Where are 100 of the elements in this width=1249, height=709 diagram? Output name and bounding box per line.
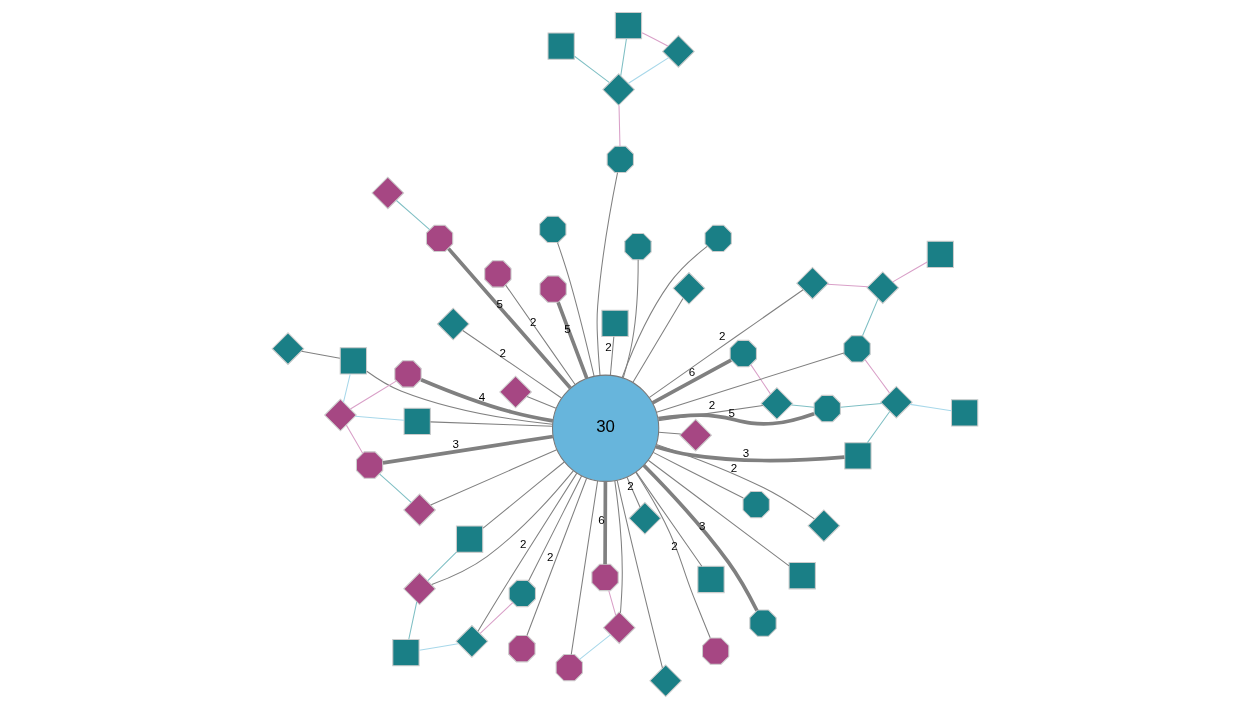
connector bbox=[826, 283, 868, 288]
connector bbox=[613, 480, 623, 614]
node-box bbox=[455, 525, 483, 553]
node-diamond bbox=[806, 509, 840, 543]
edge-label: 3 bbox=[698, 520, 705, 532]
connector bbox=[525, 477, 587, 636]
connector bbox=[382, 434, 553, 465]
edge-label: 2 bbox=[670, 539, 678, 552]
edge-label: 6 bbox=[688, 366, 695, 379]
connector bbox=[573, 55, 610, 83]
node-diamond bbox=[865, 271, 899, 305]
node-octagon bbox=[555, 654, 583, 682]
connector bbox=[555, 301, 589, 380]
connector bbox=[430, 470, 574, 586]
node-diamond bbox=[601, 73, 635, 107]
node-box bbox=[391, 638, 420, 667]
node-box bbox=[950, 399, 978, 427]
connector bbox=[909, 403, 952, 412]
node-diamond bbox=[402, 493, 436, 527]
edge-label: 2 bbox=[519, 538, 526, 551]
connector bbox=[461, 330, 562, 399]
node-box bbox=[614, 11, 642, 40]
edge-label: 2 bbox=[626, 480, 634, 493]
node-diamond bbox=[678, 418, 712, 452]
node-octagon bbox=[704, 224, 732, 253]
connector bbox=[654, 444, 845, 463]
connector bbox=[418, 643, 459, 651]
connector bbox=[648, 289, 804, 399]
connector bbox=[634, 471, 711, 639]
connector bbox=[616, 479, 663, 669]
connector bbox=[482, 461, 565, 529]
node-box bbox=[403, 407, 431, 436]
connector bbox=[627, 57, 669, 84]
connector bbox=[641, 463, 759, 612]
node-octagon bbox=[508, 579, 536, 608]
connector bbox=[419, 378, 553, 423]
node-octagon bbox=[355, 451, 383, 479]
node-octagon bbox=[623, 232, 652, 261]
connector bbox=[619, 38, 627, 77]
node-box bbox=[339, 347, 367, 375]
connector bbox=[651, 358, 732, 405]
connector bbox=[863, 359, 890, 394]
node-diamond bbox=[627, 501, 661, 535]
node-octagon bbox=[729, 339, 757, 368]
connector bbox=[861, 298, 879, 337]
node-box bbox=[600, 309, 629, 338]
node-octagon bbox=[483, 260, 512, 288]
connector bbox=[635, 471, 702, 567]
node-diamond bbox=[436, 307, 470, 341]
connector bbox=[476, 472, 577, 632]
edge-label: 4 bbox=[478, 390, 485, 403]
edge-label: 2 bbox=[708, 398, 715, 411]
connector bbox=[618, 104, 620, 147]
connector bbox=[607, 590, 616, 616]
node-octagon bbox=[606, 145, 634, 174]
connector bbox=[429, 449, 557, 506]
connector bbox=[595, 172, 618, 376]
edge-label: 5 bbox=[727, 406, 735, 419]
node-diamond bbox=[454, 624, 488, 658]
node-diamond bbox=[498, 375, 532, 409]
node-octagon bbox=[748, 609, 777, 637]
connector bbox=[749, 364, 771, 395]
connector bbox=[300, 350, 340, 359]
edge-label: 2 bbox=[529, 316, 536, 329]
connector bbox=[570, 480, 598, 655]
connector bbox=[345, 424, 363, 454]
node-box bbox=[926, 240, 954, 269]
node-octagon bbox=[538, 275, 567, 303]
node-box bbox=[547, 32, 575, 60]
connector bbox=[342, 373, 351, 403]
connector bbox=[657, 431, 681, 435]
connector bbox=[602, 481, 607, 565]
edge-label: 2 bbox=[546, 551, 553, 564]
node-box bbox=[788, 562, 816, 590]
edge-label: 3 bbox=[451, 437, 459, 450]
edge-label: 5 bbox=[495, 297, 503, 310]
node-box bbox=[843, 442, 872, 470]
connector bbox=[622, 259, 639, 379]
connector bbox=[647, 459, 790, 567]
connector bbox=[866, 410, 890, 444]
node-diamond bbox=[323, 398, 357, 432]
connector bbox=[504, 284, 576, 386]
connector bbox=[479, 602, 513, 634]
connector bbox=[655, 443, 815, 520]
connector bbox=[395, 199, 430, 231]
edge-label: 5 bbox=[563, 323, 571, 336]
connector bbox=[621, 245, 708, 379]
connector bbox=[652, 451, 744, 499]
node-octagon bbox=[590, 563, 619, 592]
connector bbox=[631, 297, 683, 384]
node-octagon bbox=[393, 360, 422, 388]
node-octagon bbox=[425, 224, 453, 253]
connector bbox=[641, 32, 668, 47]
connector bbox=[446, 247, 572, 390]
edge-label: 2 bbox=[730, 462, 737, 475]
node-diamond bbox=[879, 385, 913, 419]
node-diamond bbox=[795, 266, 829, 300]
edge-label: 6 bbox=[597, 513, 605, 526]
node-octagon bbox=[813, 394, 841, 423]
edge-label: 2 bbox=[604, 340, 612, 353]
